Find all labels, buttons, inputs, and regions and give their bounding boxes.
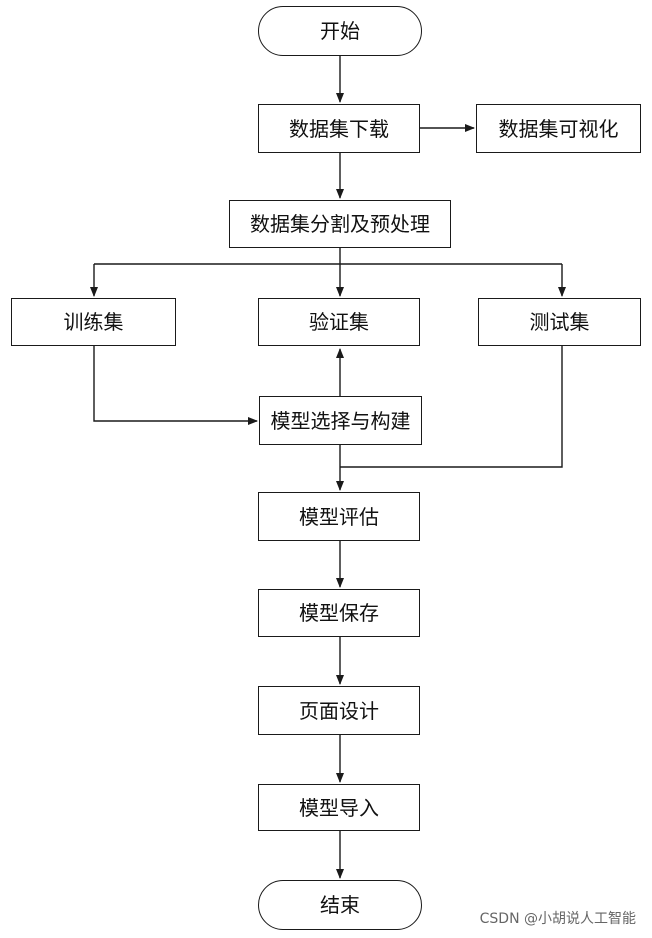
training-set-node: 训练集 — [11, 298, 176, 346]
start-node: 开始 — [258, 6, 422, 56]
model-save-node: 模型保存 — [258, 589, 420, 637]
end-node: 结束 — [258, 880, 422, 930]
model-import-node: 模型导入 — [258, 784, 420, 831]
test-set-node: 测试集 — [478, 298, 641, 346]
csdn-watermark: CSDN @小胡说人工智能 — [479, 911, 636, 927]
model-selection-build-node: 模型选择与构建 — [259, 396, 422, 445]
dataset-split-preprocess-node: 数据集分割及预处理 — [229, 200, 451, 248]
line-test-to-merge — [340, 346, 563, 468]
arrow-train-to-model-build — [93, 346, 258, 425]
validation-set-node: 验证集 — [258, 298, 420, 346]
model-evaluation-node: 模型评估 — [258, 492, 420, 541]
page-design-node: 页面设计 — [258, 686, 420, 735]
dataset-download-node: 数据集下载 — [258, 104, 420, 153]
dataset-visualization-node: 数据集可视化 — [476, 104, 641, 153]
